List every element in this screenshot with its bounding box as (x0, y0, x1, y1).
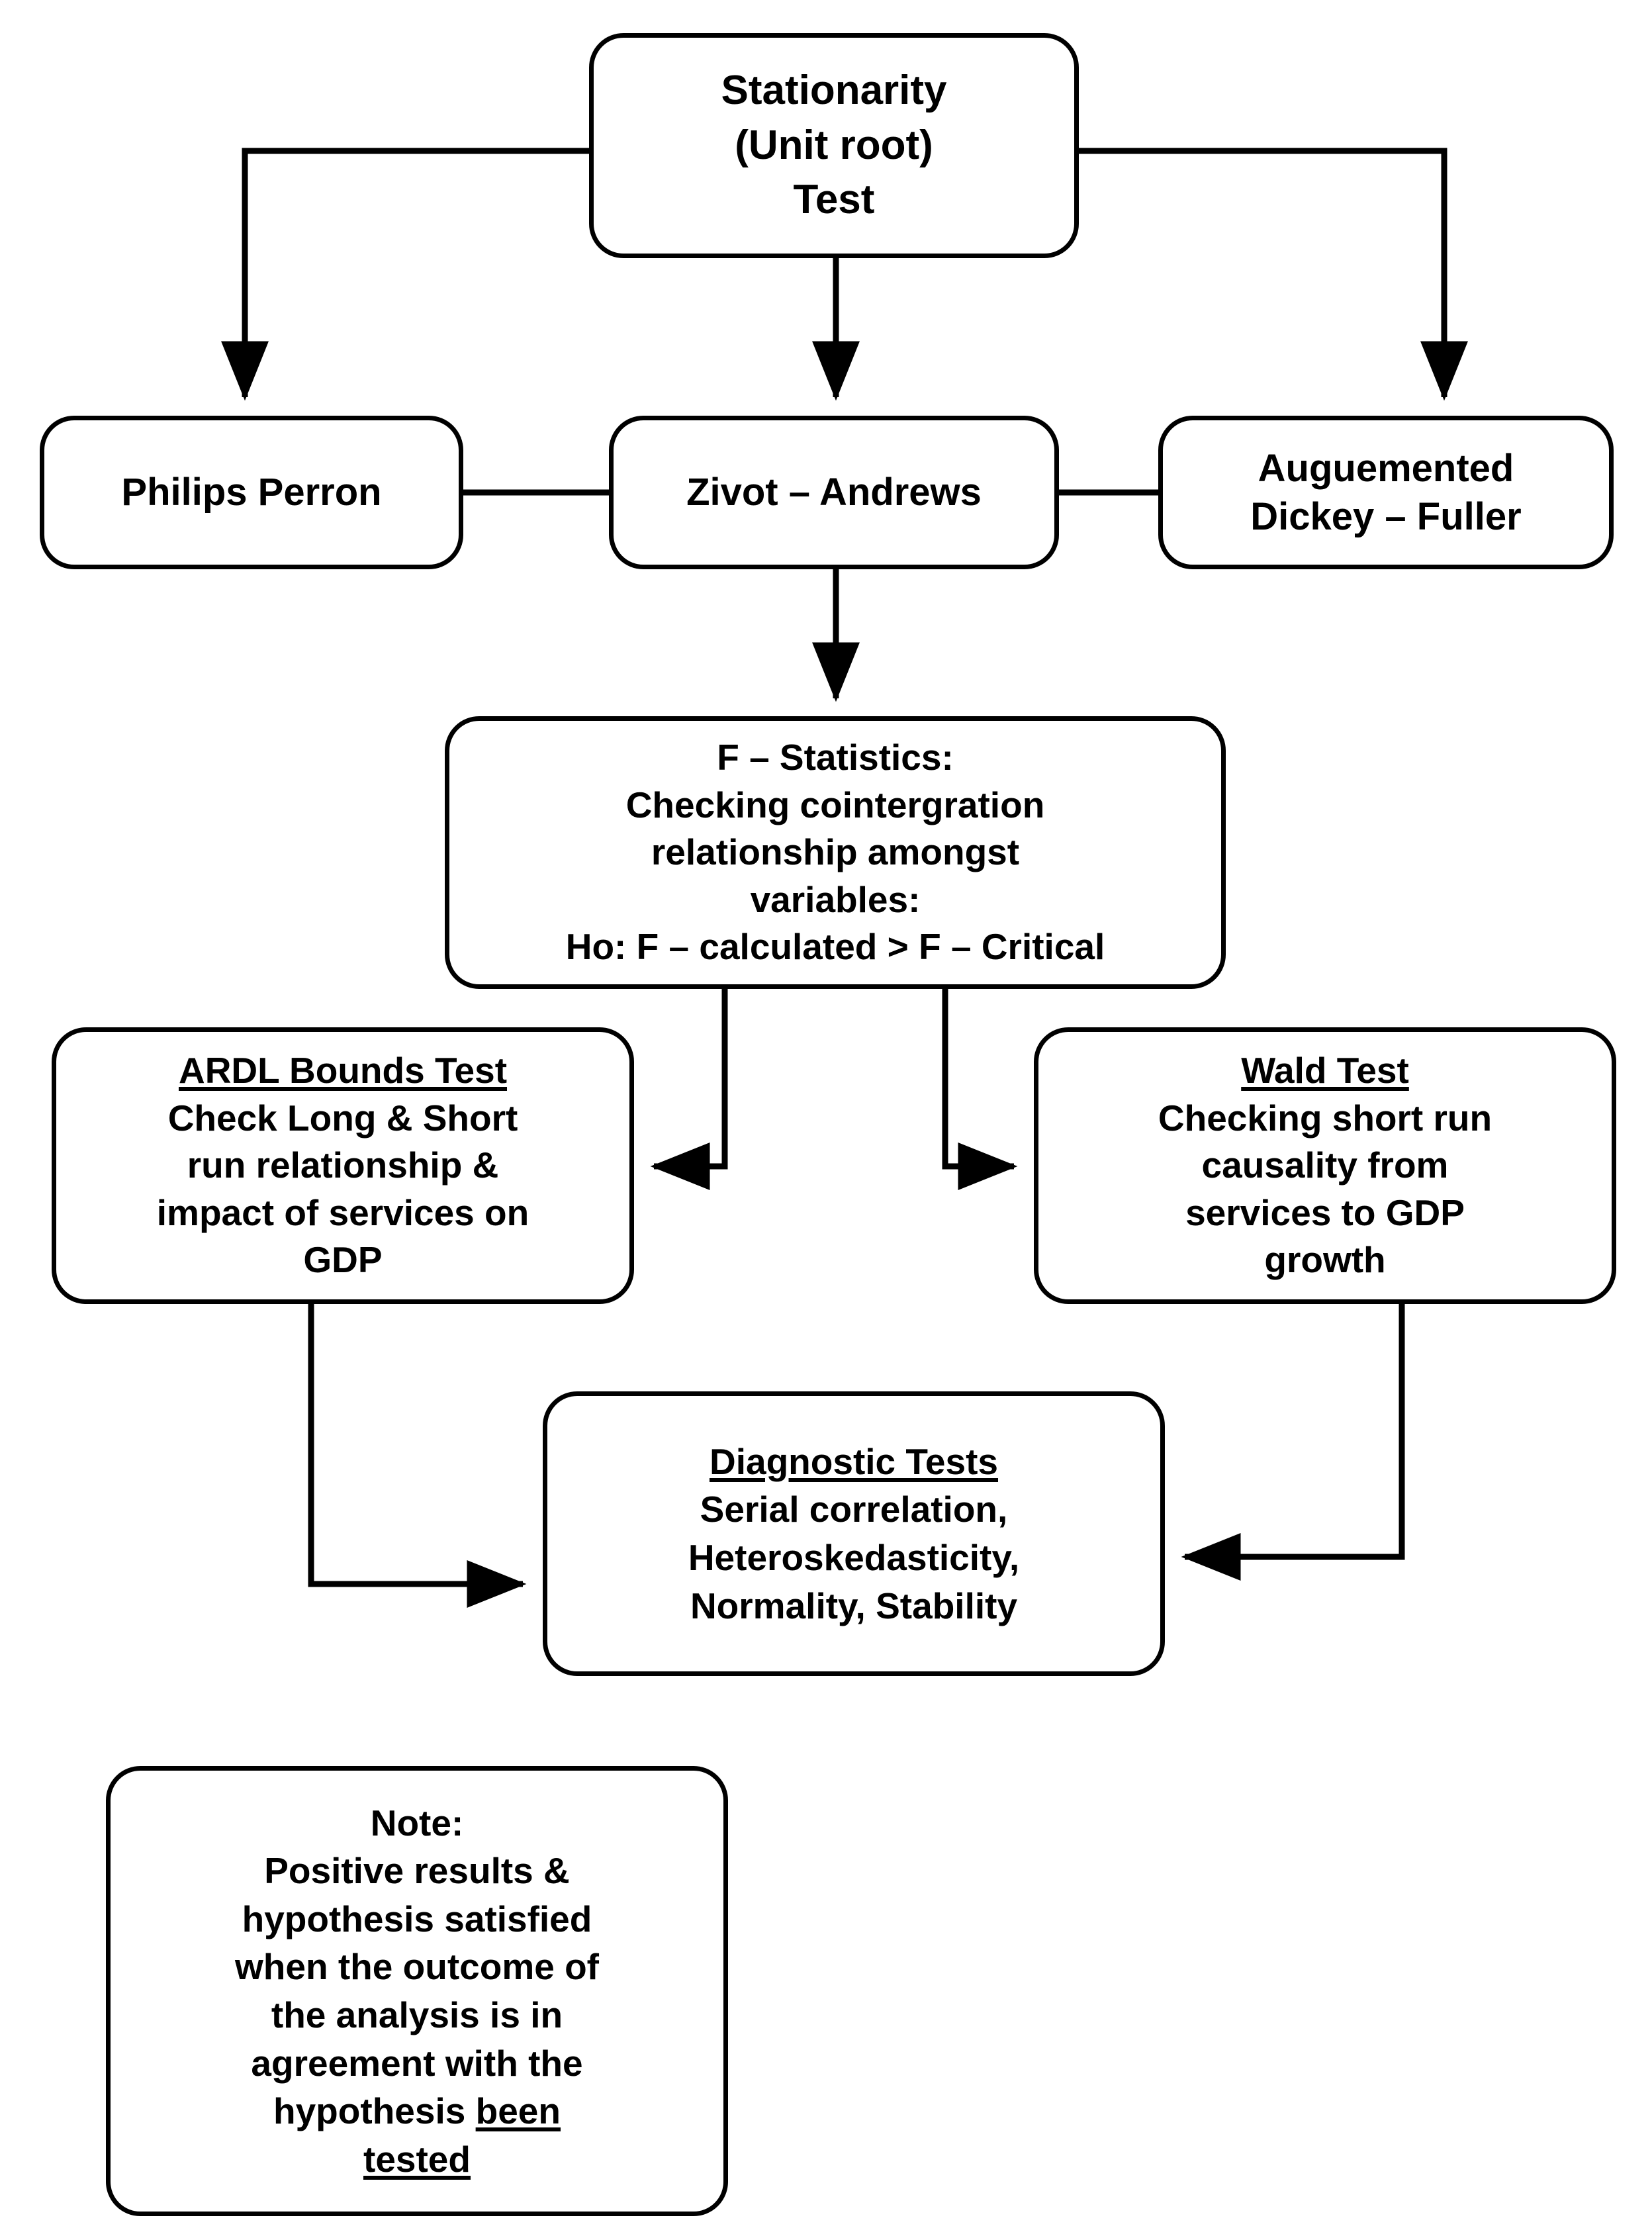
node-wald-test-line-4: growth (1264, 1239, 1386, 1281)
node-wald-test-line-2: causality from (1201, 1144, 1449, 1186)
node-note-line-1: Note: (370, 1802, 464, 1843)
node-augmented-dickey-fuller-line-1: Auguemented (1258, 446, 1514, 490)
node-stationarity-line-1: Stationarity (721, 68, 947, 114)
edge-ardl-bounds-test-to-diagnostic-tests (308, 1304, 527, 1608)
node-note-line-3: hypothesis satisfied (242, 1898, 592, 1939)
node-ardl-bounds-test-line-3: impact of services on (156, 1191, 529, 1233)
node-ardl-bounds-test-line-2: run relationship & (187, 1144, 499, 1186)
node-stationarity-line-2: (Unit root) (735, 122, 933, 168)
node-note-line-7: hypothesis been (273, 2087, 561, 2135)
edge-wald-test-to-diagnostic-tests (1181, 1304, 1405, 1581)
node-note-line-2: Positive results & (264, 1850, 570, 1892)
edge-stationarity-to-augmented-dickey-fuller (1079, 148, 1468, 401)
node-f-statistics-line-3: relationship amongst (651, 831, 1020, 873)
node-zivot-andrews[interactable]: Zivot – Andrews (609, 416, 1059, 569)
node-philips-perron-label: Philips Perron (121, 471, 382, 514)
node-note-line-6: agreement with the (251, 2042, 583, 2084)
node-note-line-7-plain: hypothesis (273, 2090, 476, 2132)
node-philips-perron[interactable]: Philips Perron (40, 416, 463, 569)
node-diagnostic-tests-heading: Diagnostic Tests (709, 1440, 999, 1482)
node-diagnostic-tests-line-1: Serial correlation, (700, 1489, 1008, 1530)
node-f-statistics[interactable]: F – Statistics: Checking cointergration … (445, 716, 1226, 989)
node-f-statistics-line-1: F – Statistics: (717, 737, 954, 778)
node-diagnostic-tests[interactable]: Diagnostic Tests Serial correlation, Het… (543, 1391, 1165, 1676)
node-ardl-bounds-test-heading: ARDL Bounds Test (178, 1050, 508, 1092)
node-zivot-andrews-label: Zivot – Andrews (686, 471, 982, 514)
node-stationarity[interactable]: Stationarity (Unit root) Test (589, 33, 1079, 258)
edge-f-statistics-to-wald-test (942, 989, 1018, 1190)
node-f-statistics-line-4: variables: (750, 878, 921, 920)
node-f-statistics-line-2: Checking cointergration (625, 784, 1045, 825)
node-stationarity-line-3: Test (793, 177, 875, 223)
node-wald-test-heading: Wald Test (1241, 1050, 1409, 1092)
node-f-statistics-line-5: Ho: F – calculated > F – Critical (565, 926, 1105, 968)
node-augmented-dickey-fuller[interactable]: Auguemented Dickey – Fuller (1158, 416, 1614, 569)
node-diagnostic-tests-line-2: Heteroskedasticity, (688, 1537, 1020, 1578)
node-augmented-dickey-fuller-line-2: Dickey – Fuller (1250, 495, 1522, 538)
node-note[interactable]: Note: Positive results & hypothesis sati… (106, 1766, 728, 2216)
node-ardl-bounds-test[interactable]: ARDL Bounds Test Check Long & Short run … (52, 1027, 634, 1304)
node-note-line-8: tested (363, 2138, 471, 2180)
node-wald-test[interactable]: Wald Test Checking short run causality f… (1034, 1027, 1616, 1304)
node-wald-test-line-1: Checking short run (1158, 1097, 1492, 1139)
edge-stationarity-to-philips-perron (221, 148, 589, 401)
node-note-line-4: when the outcome of (235, 1946, 599, 1988)
node-wald-test-line-3: services to GDP (1185, 1191, 1465, 1233)
node-diagnostic-tests-line-3: Normality, Stability (690, 1585, 1018, 1626)
edge-f-statistics-to-ardl-bounds-test (650, 989, 728, 1190)
node-ardl-bounds-test-line-4: GDP (303, 1239, 383, 1281)
node-note-line-7-underlined: been (475, 2090, 561, 2132)
node-ardl-bounds-test-line-1: Check Long & Short (167, 1097, 518, 1139)
node-note-line-5: the analysis is in (271, 1994, 563, 2035)
